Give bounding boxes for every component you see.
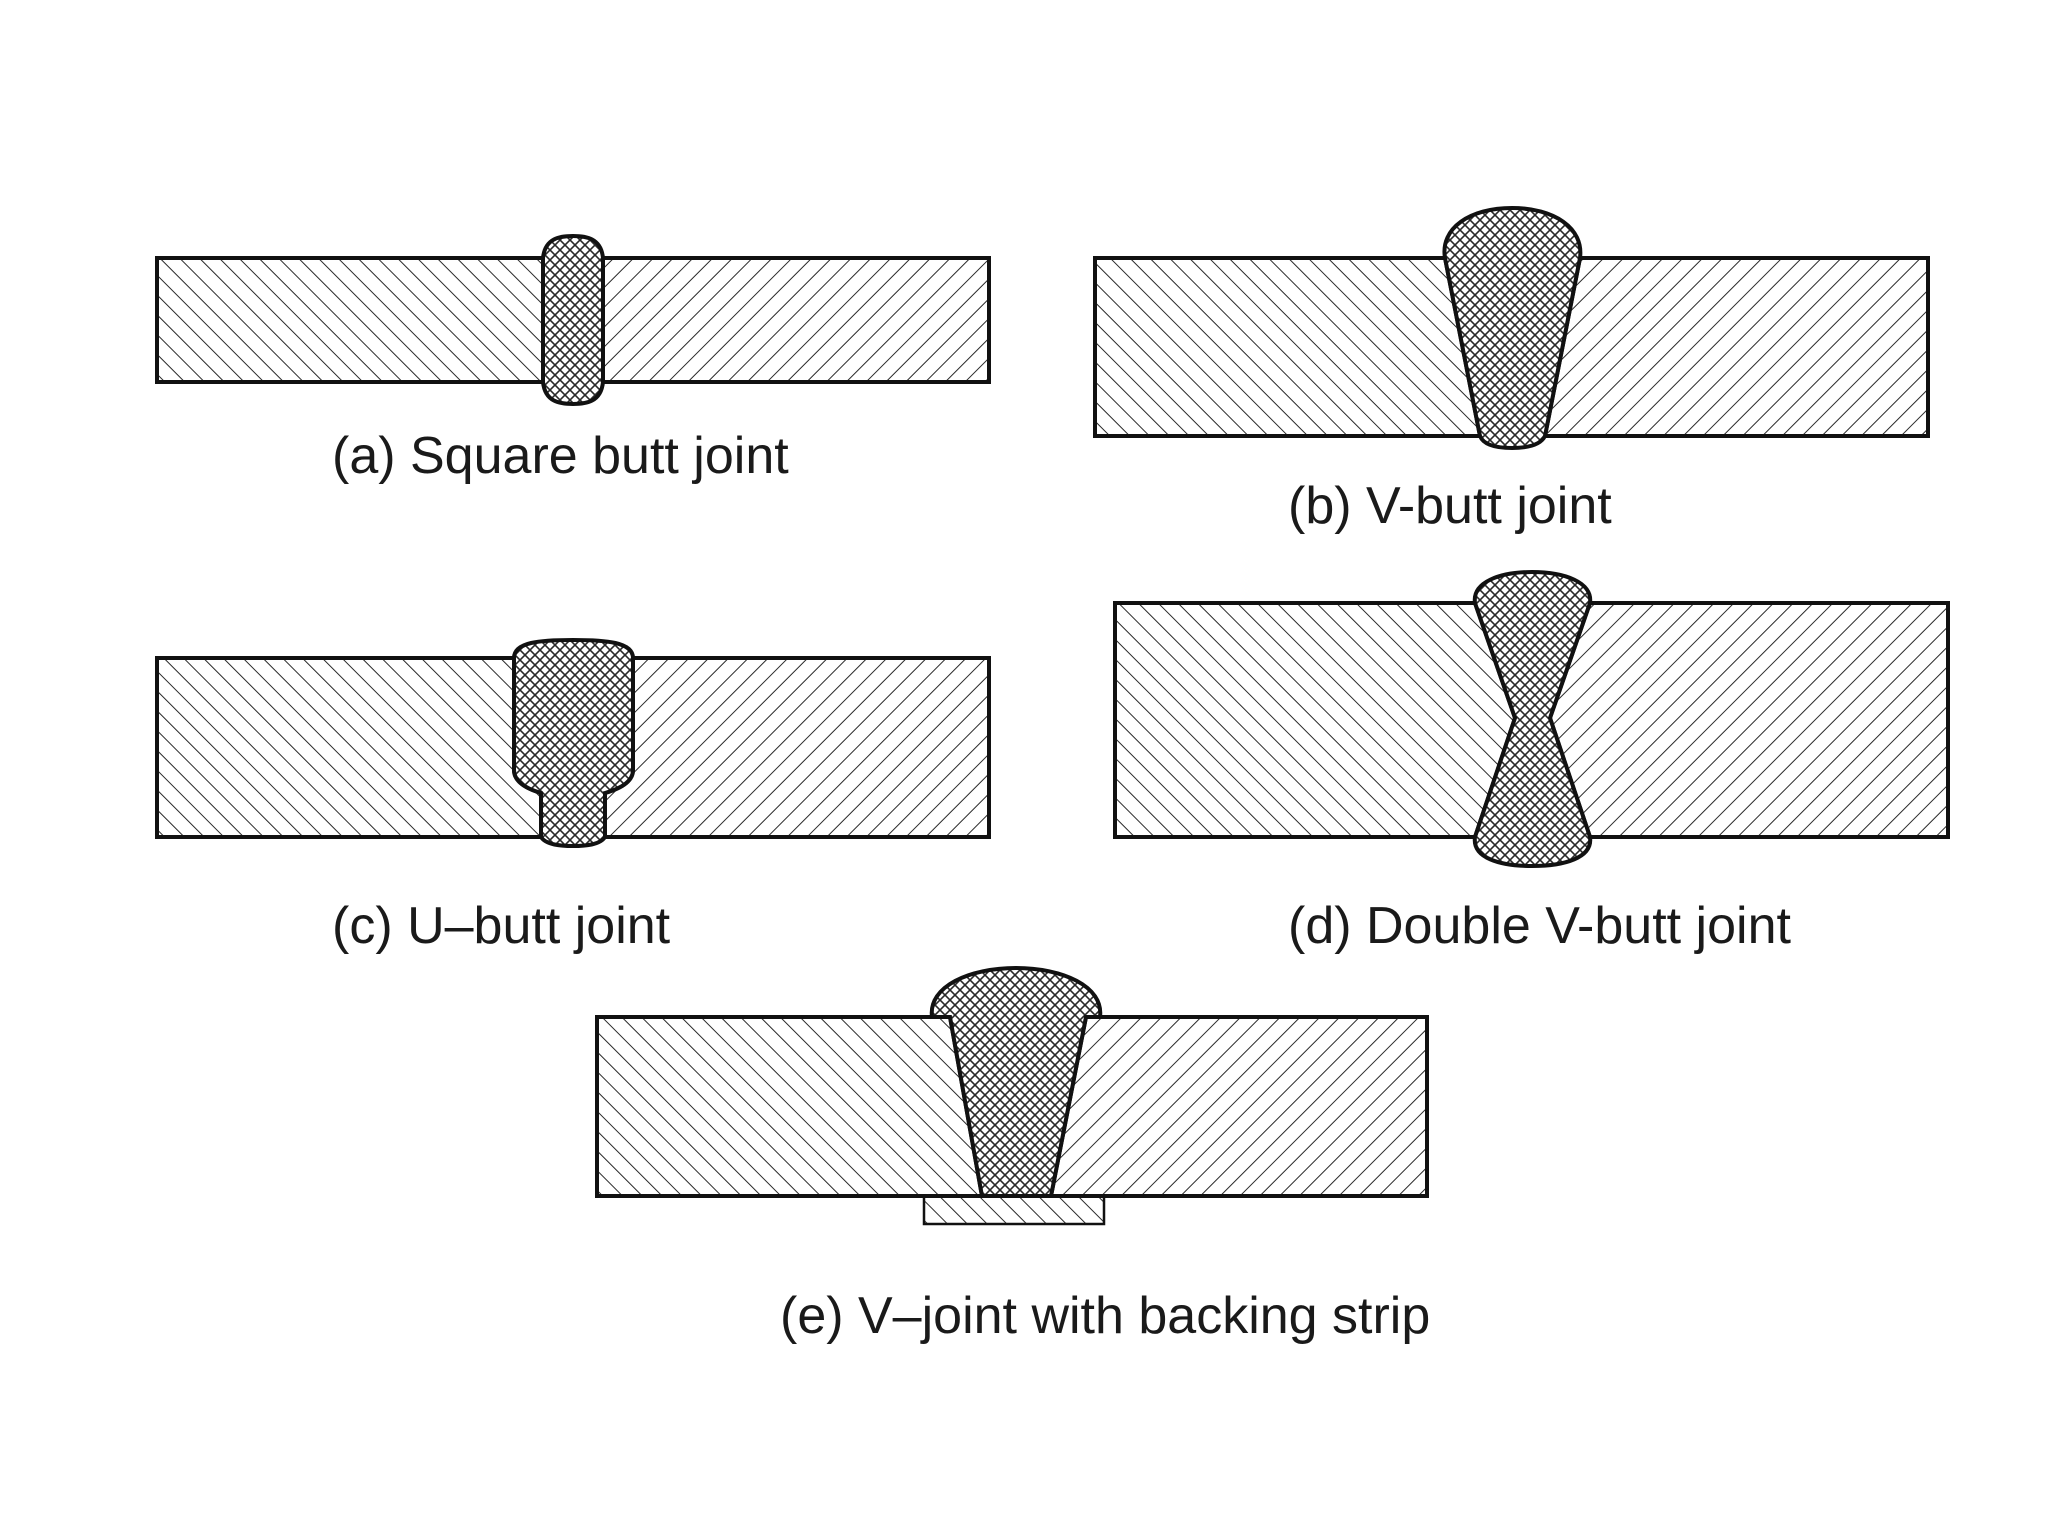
weld-bead <box>541 233 605 407</box>
joint-c-u-butt <box>155 637 991 849</box>
caption-double-v-butt-joint: (d) Double V-butt joint <box>1288 897 1791 955</box>
weld-bead <box>1472 569 1593 869</box>
plate-left <box>595 1015 985 1198</box>
plate-right <box>601 256 991 384</box>
plate-right <box>1048 1015 1429 1198</box>
plate-left <box>155 656 543 839</box>
plate-left <box>1093 256 1483 438</box>
backing-strip <box>922 1194 1106 1226</box>
weld-bead <box>512 637 635 849</box>
caption-v-butt-joint: (b) V-butt joint <box>1288 477 1612 535</box>
caption-v-joint-backing-strip: (e) V–joint with backing strip <box>780 1287 1431 1345</box>
plate-right <box>603 656 991 839</box>
plate-left <box>155 256 545 384</box>
weld-bead <box>1442 205 1583 451</box>
plate-left <box>1113 601 1518 839</box>
weld-bead <box>929 965 1103 1198</box>
joint-a-square-butt <box>155 233 991 407</box>
plate-right <box>1542 256 1930 438</box>
joint-b-v-butt <box>1093 205 1930 451</box>
joint-d-double-v-butt <box>1113 569 1950 869</box>
joint-e-v-backing-strip <box>595 965 1429 1226</box>
caption-square-butt-joint: (a) Square butt joint <box>332 427 789 485</box>
caption-u-butt-joint: (c) U–butt joint <box>332 897 671 955</box>
plate-right <box>1547 601 1950 839</box>
